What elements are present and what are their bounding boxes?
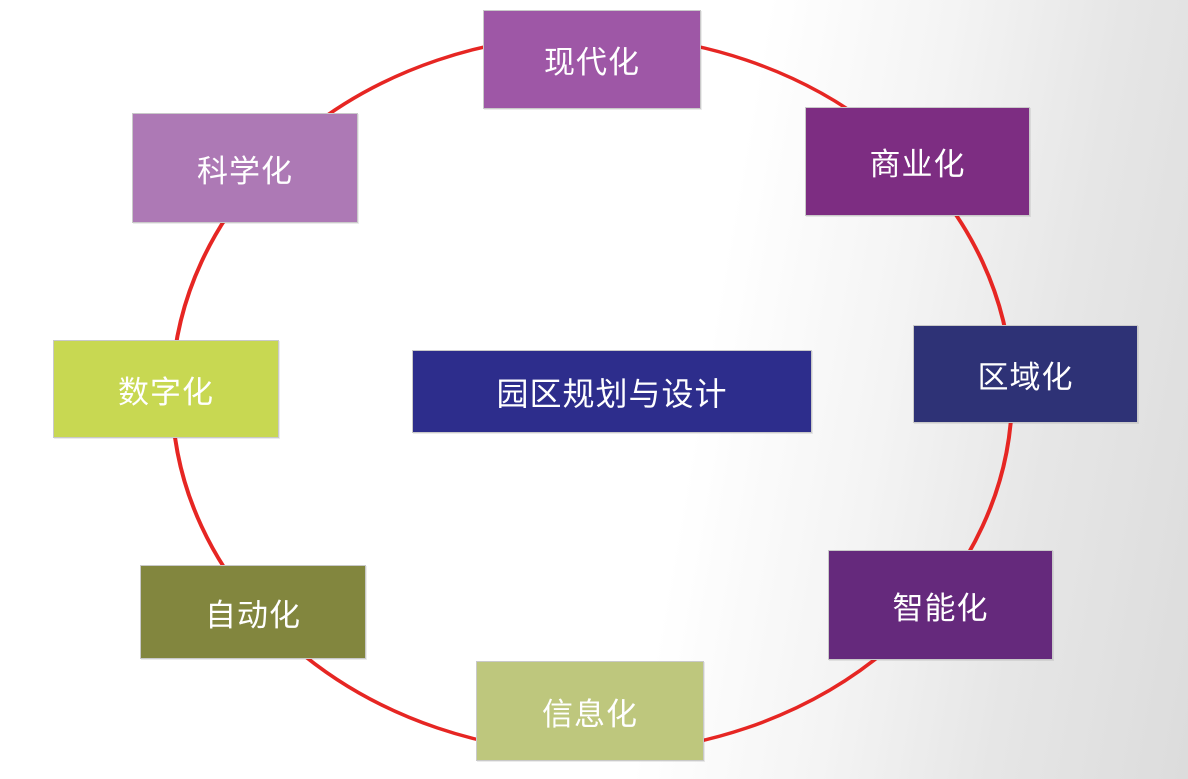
node-automation: 自动化 [140,565,366,659]
node-commercialization: 商业化 [805,107,1030,216]
node-commercialization-label: 商业化 [869,147,966,183]
node-modernization-label: 现代化 [544,45,640,81]
node-intelligentization-label: 智能化 [892,590,989,627]
node-digitalization: 数字化 [53,340,279,438]
node-modernization: 现代化 [483,10,701,109]
node-regionalization: 区域化 [913,325,1138,423]
node-regionalization-label: 区域化 [977,359,1074,396]
node-intelligentization: 智能化 [828,550,1053,660]
center-node-park-planning: 园区规划与设计 [412,350,812,433]
node-informatization: 信息化 [476,661,704,761]
node-digitalization-label: 数字化 [118,374,214,411]
node-scientization: 科学化 [132,113,358,223]
node-automation-label: 自动化 [205,597,301,634]
node-scientization-label: 科学化 [197,153,293,190]
node-informatization-label: 信息化 [542,696,638,733]
center-node-label: 园区规划与设计 [496,374,728,413]
